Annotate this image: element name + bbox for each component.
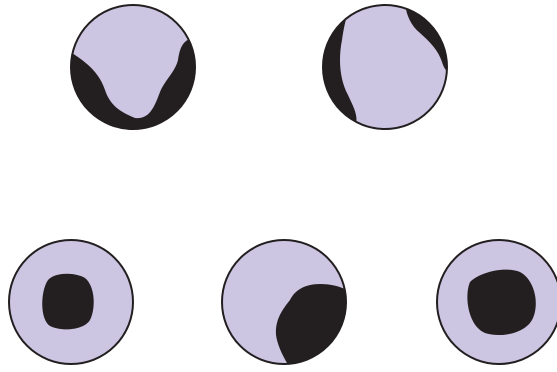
dark-region <box>467 270 535 335</box>
bottom-left-cell <box>9 240 133 364</box>
top-right-cell <box>310 0 460 130</box>
top-left-cell <box>60 5 200 140</box>
bottom-right-cell <box>437 240 557 364</box>
bottom-middle-cell <box>222 240 360 372</box>
dark-region <box>42 274 93 330</box>
